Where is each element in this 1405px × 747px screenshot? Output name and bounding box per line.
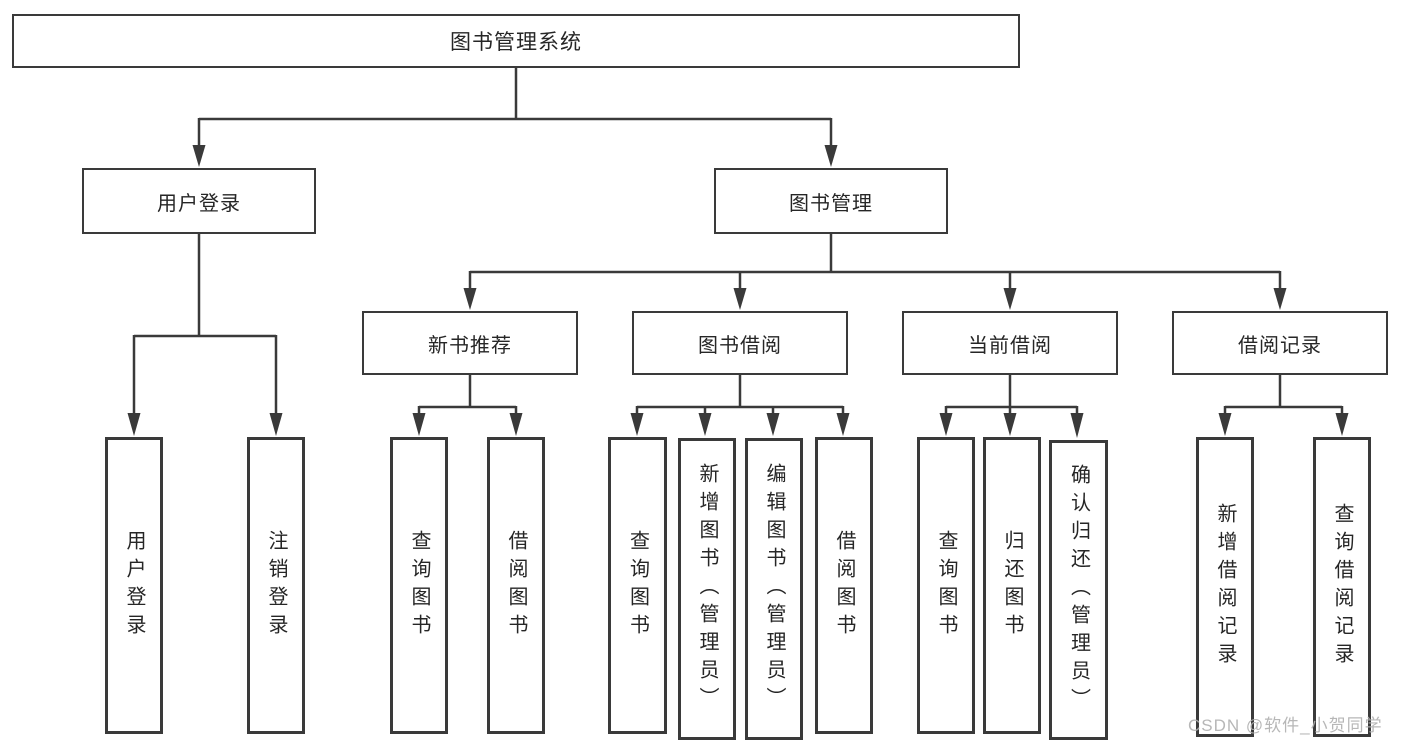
node-label: 注销登录 xyxy=(265,529,287,642)
node-book-management: 图书管理 xyxy=(714,168,948,234)
leaf-add-borrow-record: 新增借阅记录 xyxy=(1196,437,1254,737)
node-label: 编辑图书（管理员） xyxy=(763,463,785,715)
leaf-user-login: 用户登录 xyxy=(105,437,163,734)
leaf-edit-books-admin: 编辑图书（管理员） xyxy=(745,438,803,740)
node-label: 查询图书 xyxy=(935,529,957,642)
node-label: 借阅图书 xyxy=(833,529,855,642)
node-new-book-recommendation: 新书推荐 xyxy=(362,311,578,375)
leaf-query-borrow-record: 查询借阅记录 xyxy=(1313,437,1371,737)
node-label: 确认归还（管理员） xyxy=(1067,464,1090,716)
node-label: 借阅记录 xyxy=(1238,334,1322,357)
node-user-login: 用户登录 xyxy=(82,168,316,234)
node-label: 图书管理系统 xyxy=(450,31,582,54)
node-borrowing-records: 借阅记录 xyxy=(1172,311,1388,375)
node-label: 借阅图书 xyxy=(505,529,527,642)
leaf-query-books: 查询图书 xyxy=(917,437,975,734)
node-label: 归还图书 xyxy=(1001,529,1023,642)
node-label: 查询图书 xyxy=(626,529,649,642)
node-current-borrowing: 当前借阅 xyxy=(902,311,1118,375)
node-label: 新书推荐 xyxy=(428,334,512,357)
node-label: 当前借阅 xyxy=(968,334,1052,357)
leaf-borrow-books: 借阅图书 xyxy=(487,437,545,734)
leaf-logout: 注销登录 xyxy=(247,437,305,734)
node-label: 图书管理 xyxy=(789,192,873,215)
node-label: 用户登录 xyxy=(123,529,145,642)
arrowhead-icons xyxy=(127,145,1349,438)
leaf-return-books: 归还图书 xyxy=(983,437,1041,734)
node-label: 新增借阅记录 xyxy=(1214,503,1236,671)
leaf-add-books-admin: 新增图书（管理员） xyxy=(678,438,736,740)
node-label: 新增图书（管理员） xyxy=(696,463,718,715)
node-label: 查询图书 xyxy=(408,529,430,642)
leaf-confirm-return-admin: 确认归还（管理员） xyxy=(1049,440,1108,740)
node-label: 查询借阅记录 xyxy=(1331,503,1353,671)
node-label: 用户登录 xyxy=(157,192,241,215)
node-book-borrowing: 图书借阅 xyxy=(632,311,848,375)
leaf-borrow-books: 借阅图书 xyxy=(815,437,873,734)
node-label: 图书借阅 xyxy=(698,334,782,357)
leaf-query-books: 查询图书 xyxy=(390,437,448,734)
node-library-management-system: 图书管理系统 xyxy=(12,14,1020,68)
csdn-watermark: CSDN @软件_小贺同学 xyxy=(1188,716,1383,735)
leaf-query-books: 查询图书 xyxy=(608,437,667,734)
